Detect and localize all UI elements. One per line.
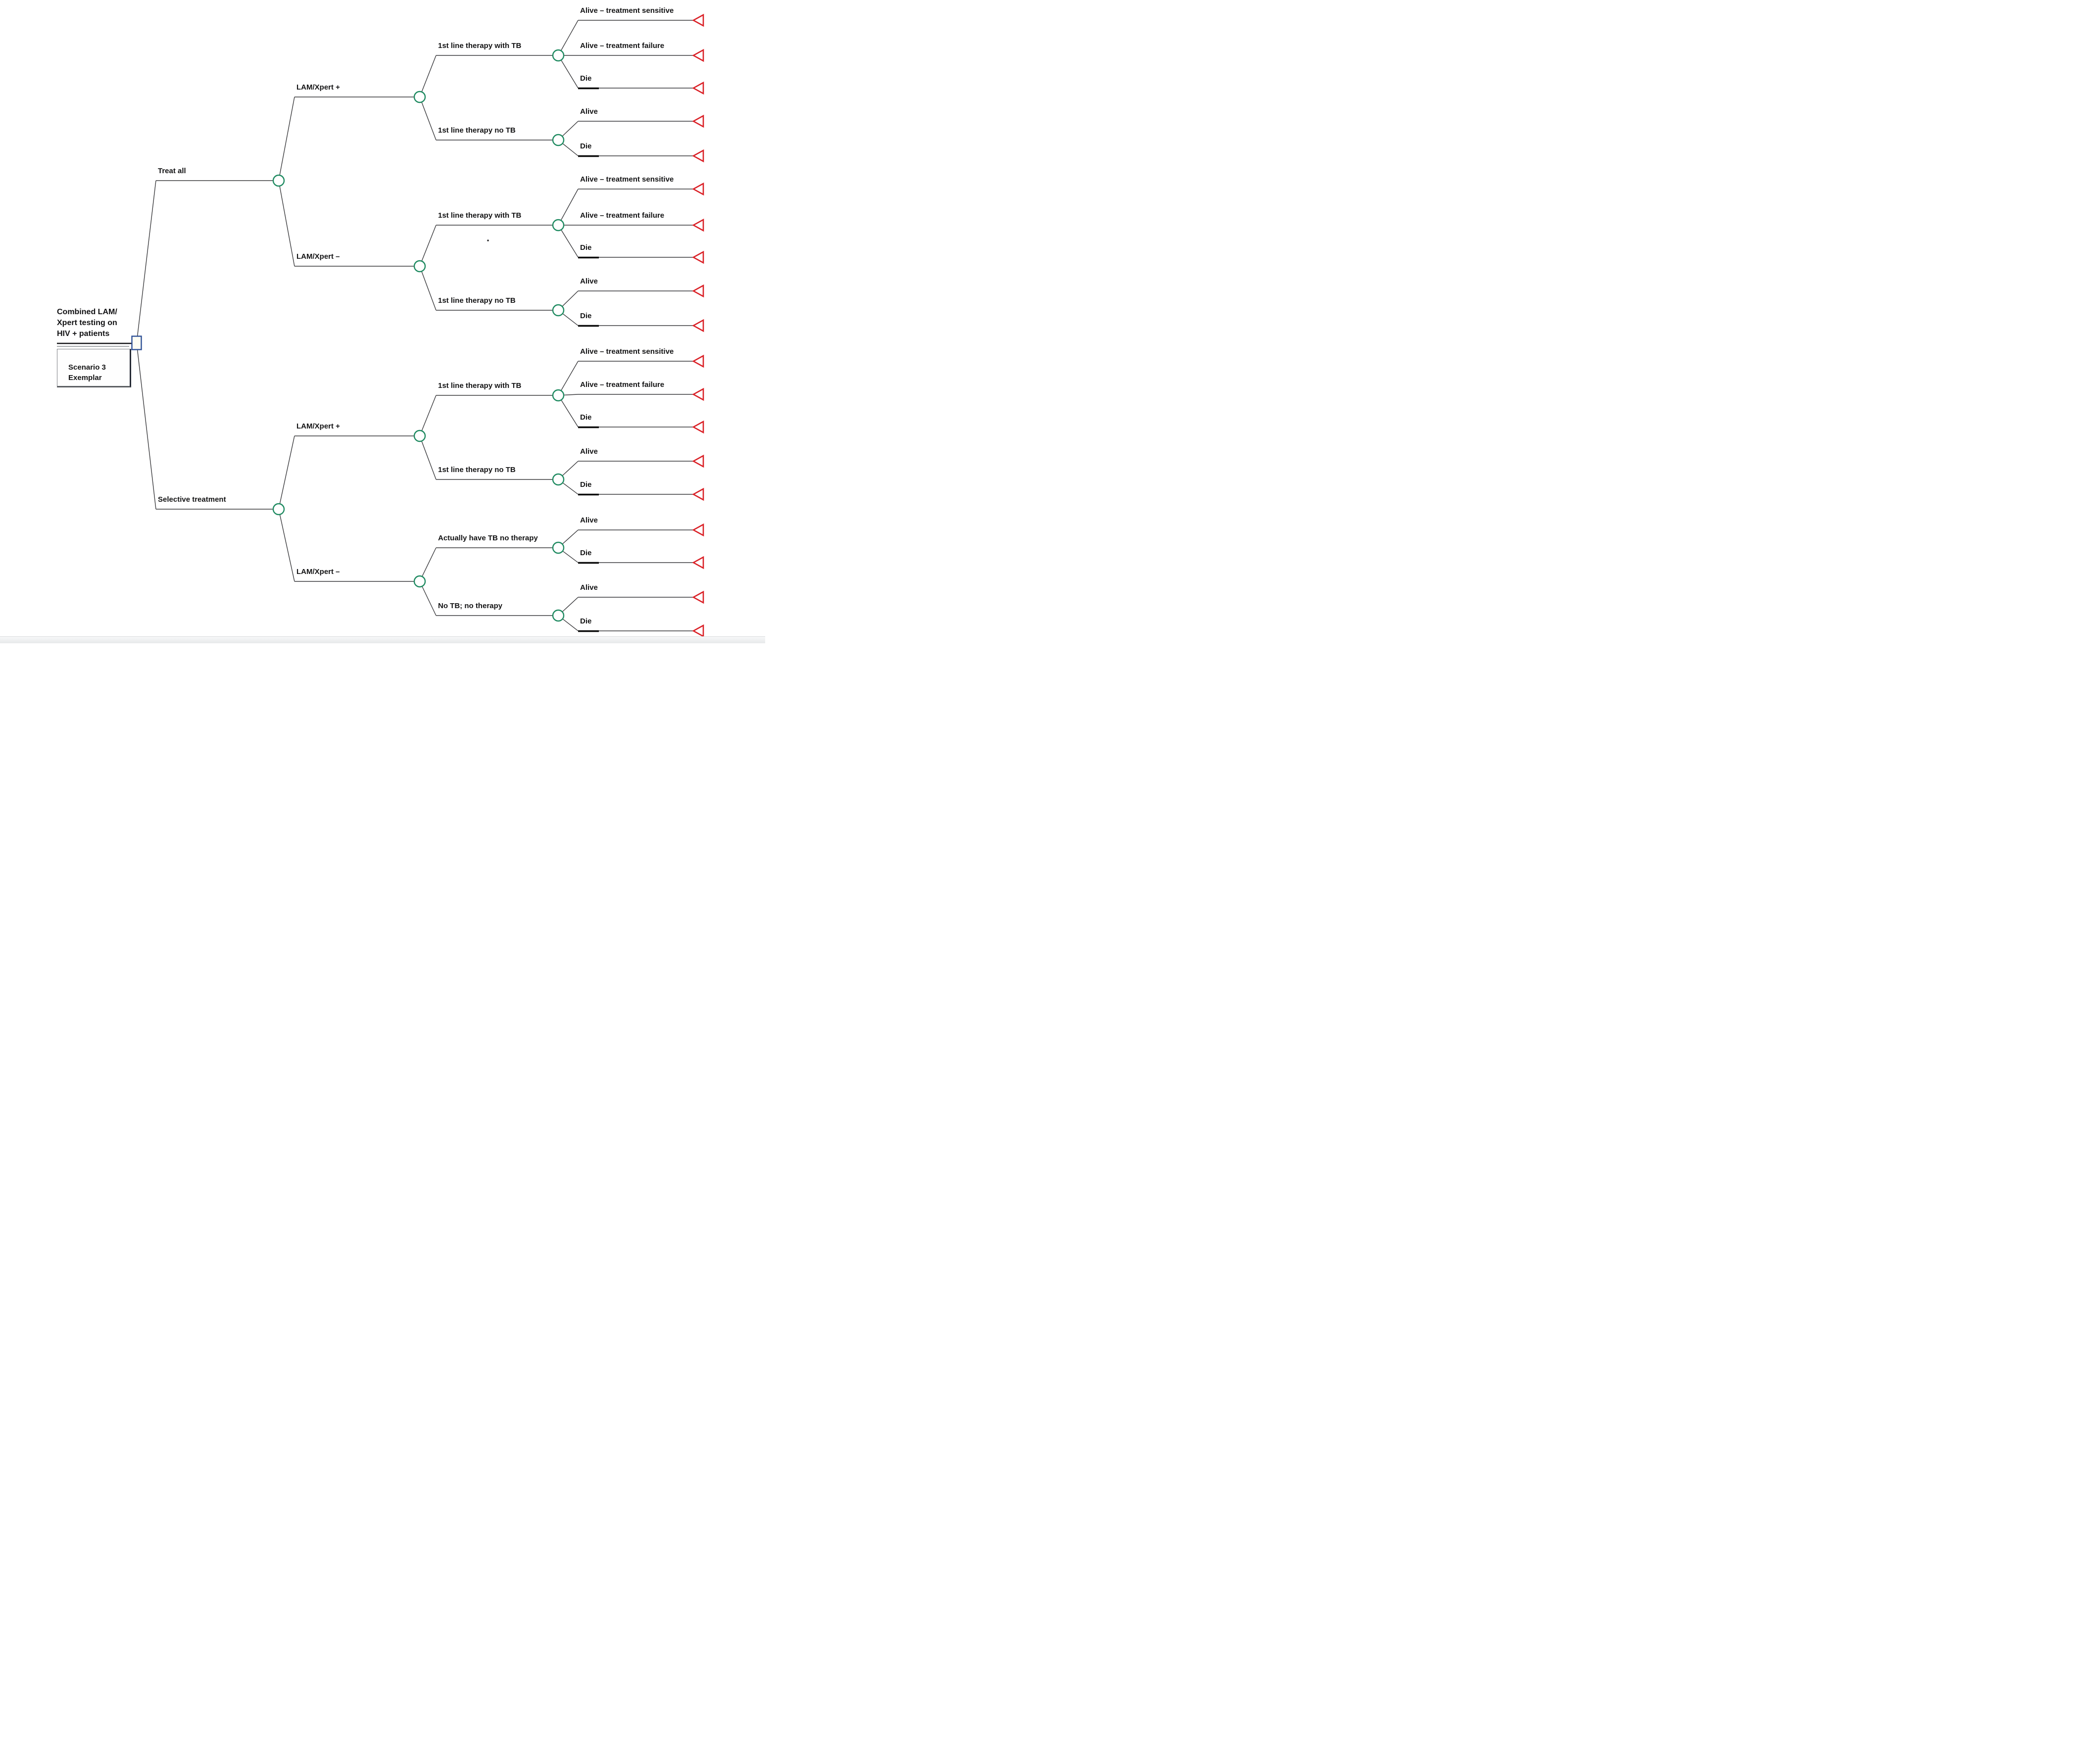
chance-node-sel-lam-xpert-pos	[413, 429, 426, 442]
terminal-node-sel-pos-notb-alive	[692, 454, 704, 468]
edge-diagonal-sel-lam-xpert-neg	[278, 509, 295, 582]
terminal-node-sel-havetb-die	[692, 556, 704, 570]
decision-node-root	[131, 335, 142, 350]
edge-diagonal-sel-pos-therapy-with-tb	[419, 395, 437, 436]
branch-label-ta-pos-notb-alive: Alive	[580, 107, 598, 116]
stray-dot	[487, 239, 489, 241]
branch-label-ta-neg-notb-alive: Alive	[580, 277, 598, 286]
branch-label-sel-havetb-die: Die	[580, 549, 592, 557]
bottom-strip	[0, 636, 765, 643]
edge-diagonal-ta-neg-tb-alive-sensitive	[558, 189, 579, 226]
branch-label-ta-pos-therapy-with-tb: 1st line therapy with TB	[438, 42, 522, 50]
edge-diagonal-ta-pos-tb-die	[558, 55, 579, 89]
edge-diagonal-ta-pos-tb-alive-sensitive	[558, 20, 579, 56]
edge-diagonal-sel-pos-tb-alive-sensitive	[558, 361, 579, 396]
edge-diagonal-ta-pos-therapy-with-tb	[419, 55, 437, 97]
chance-node-sel-pos-therapy-no-tb	[552, 473, 565, 486]
decision-tree-canvas: Combined LAM/ Xpert testing on HIV + pat…	[0, 0, 765, 643]
branch-label-ta-lam-xpert-neg: LAM/Xpert –	[296, 252, 340, 261]
branch-label-sel-notb-alive: Alive	[580, 583, 598, 592]
chance-node-sel-pos-therapy-with-tb	[552, 389, 565, 402]
branch-label-ta-neg-tb-alive-failure: Alive – treatment failure	[580, 211, 665, 220]
terminal-node-ta-pos-tb-alive-failure	[692, 48, 704, 62]
edge-diagonal-ta-neg-therapy-no-tb	[419, 266, 437, 311]
branch-label-sel-havetb-alive: Alive	[580, 516, 598, 524]
chance-node-ta-lam-xpert-neg	[413, 260, 426, 273]
branch-label-selective-treatment: Selective treatment	[158, 495, 226, 504]
terminal-node-ta-pos-notb-alive	[692, 114, 704, 128]
edge-diagonal-sel-neg-no-tb-no-therapy	[419, 581, 437, 616]
edge-diagonal-sel-lam-xpert-pos	[278, 435, 295, 510]
branch-label-ta-pos-therapy-no-tb: 1st line therapy no TB	[438, 126, 516, 135]
branch-label-ta-lam-xpert-pos: LAM/Xpert +	[296, 83, 340, 92]
edge-diagonal-treat-all	[136, 180, 156, 343]
branch-label-sel-neg-no-tb-no-therapy: No TB; no therapy	[438, 602, 502, 610]
terminal-node-ta-pos-tb-alive-sensitive	[692, 13, 704, 27]
branch-label-ta-neg-therapy-with-tb: 1st line therapy with TB	[438, 211, 522, 220]
chance-node-ta-pos-therapy-with-tb	[552, 49, 565, 62]
edge-diagonal-sel-pos-tb-die	[558, 395, 579, 428]
branch-label-sel-pos-tb-alive-sensitive: Alive – treatment sensitive	[580, 347, 674, 356]
terminal-node-sel-pos-tb-alive-sensitive	[692, 354, 704, 368]
branch-label-sel-lam-xpert-neg: LAM/Xpert –	[296, 568, 340, 576]
branch-label-sel-neg-have-tb-no-therapy: Actually have TB no therapy	[438, 534, 538, 542]
terminal-node-sel-notb-alive	[692, 590, 704, 604]
terminal-node-sel-notb-die	[692, 624, 704, 638]
terminal-node-sel-pos-tb-die	[692, 420, 704, 434]
scenario-box-line-2: Exemplar	[68, 374, 102, 382]
chance-node-treat-all	[272, 174, 285, 187]
branch-label-sel-pos-notb-alive: Alive	[580, 447, 598, 456]
terminal-node-sel-pos-tb-alive-failure	[692, 387, 704, 401]
branch-label-sel-pos-notb-die: Die	[580, 480, 592, 489]
chance-node-sel-neg-have-tb-no-therapy	[552, 541, 565, 554]
chance-node-ta-neg-therapy-no-tb	[552, 304, 565, 317]
scenario-box: Scenario 3 Exemplar	[57, 349, 131, 387]
chance-node-sel-neg-no-tb-no-therapy	[552, 609, 565, 622]
terminal-node-ta-neg-tb-alive-failure	[692, 218, 704, 232]
terminal-node-sel-havetb-alive	[692, 523, 704, 537]
edge-diagonal-sel-neg-have-tb-no-therapy	[419, 547, 437, 582]
terminal-node-ta-neg-tb-die	[692, 250, 704, 264]
chance-node-selective-treatment	[272, 503, 285, 516]
chance-node-sel-lam-xpert-neg	[413, 575, 426, 588]
root-title-line-2: Xpert testing on	[57, 319, 117, 327]
edge-diagonal-selective-treatment	[136, 342, 156, 510]
branch-label-ta-pos-tb-alive-failure: Alive – treatment failure	[580, 42, 665, 50]
branch-label-treat-all: Treat all	[158, 167, 186, 175]
root-title: Combined LAM/ Xpert testing on HIV + pat…	[57, 307, 117, 339]
edge-diagonal-ta-neg-therapy-with-tb	[419, 225, 437, 267]
branch-label-ta-neg-tb-die: Die	[580, 243, 592, 252]
root-title-line-3: HIV + patients	[57, 330, 110, 338]
edge-diagonal-ta-lam-xpert-pos	[278, 96, 295, 181]
terminal-node-ta-neg-tb-alive-sensitive	[692, 182, 704, 196]
branch-label-sel-lam-xpert-pos: LAM/Xpert +	[296, 422, 340, 430]
branch-label-sel-notb-die: Die	[580, 617, 592, 625]
edge-diagonal-ta-lam-xpert-neg	[278, 180, 295, 267]
terminal-node-ta-neg-notb-die	[692, 319, 704, 333]
branch-label-ta-pos-tb-die: Die	[580, 74, 592, 83]
root-title-line-1: Combined LAM/	[57, 308, 117, 316]
chance-node-ta-lam-xpert-pos	[413, 91, 426, 103]
chance-node-ta-pos-therapy-no-tb	[552, 134, 565, 146]
branch-label-sel-pos-tb-die: Die	[580, 413, 592, 422]
branch-label-ta-neg-therapy-no-tb: 1st line therapy no TB	[438, 296, 516, 305]
branch-label-ta-neg-notb-die: Die	[580, 312, 592, 320]
edge-diagonal-ta-pos-therapy-no-tb	[419, 96, 437, 141]
chance-node-ta-neg-therapy-with-tb	[552, 219, 565, 232]
edge-diagonal-ta-neg-tb-die	[558, 225, 579, 258]
terminal-node-ta-pos-notb-die	[692, 149, 704, 163]
scenario-box-line-1: Scenario 3	[68, 363, 106, 372]
branch-label-sel-pos-therapy-with-tb: 1st line therapy with TB	[438, 381, 522, 390]
terminal-node-ta-pos-tb-die	[692, 81, 704, 95]
branch-label-sel-pos-tb-alive-failure: Alive – treatment failure	[580, 381, 665, 389]
branch-label-ta-pos-tb-alive-sensitive: Alive – treatment sensitive	[580, 6, 674, 15]
branch-label-ta-neg-tb-alive-sensitive: Alive – treatment sensitive	[580, 175, 674, 184]
tree-svg	[57, 13, 704, 638]
terminal-node-ta-neg-notb-alive	[692, 284, 704, 298]
branch-label-ta-pos-notb-die: Die	[580, 142, 592, 150]
branch-label-sel-pos-therapy-no-tb: 1st line therapy no TB	[438, 466, 516, 474]
terminal-node-sel-pos-notb-die	[692, 487, 704, 501]
edge-diagonal-sel-pos-therapy-no-tb	[419, 435, 437, 480]
